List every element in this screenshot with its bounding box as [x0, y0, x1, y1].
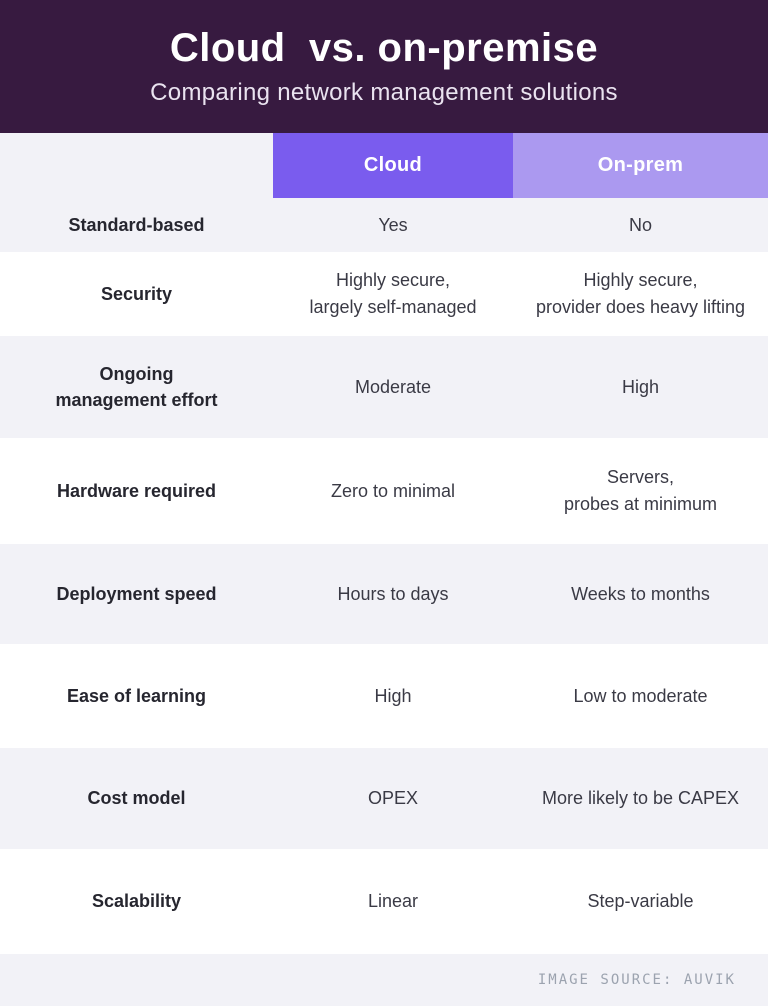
cloud-value-cell: Yes: [378, 214, 408, 235]
cloud-value-cell: High: [374, 685, 412, 706]
footer: IMAGE SOURCE: AUVIK: [0, 954, 768, 1006]
page-subtitle: Comparing network management solutions: [150, 79, 618, 106]
row-label: Standard-based: [68, 214, 205, 235]
row-label: Deployment speed: [56, 583, 217, 604]
row-label: Security: [100, 283, 173, 304]
row-label: Ease of learning: [66, 685, 207, 706]
comparison-table: Standard-based Yes No Security Highly se…: [0, 198, 768, 954]
image-source-credit: IMAGE SOURCE: AUVIK: [537, 972, 736, 988]
table-row: Security Highly secure, largely self-man…: [0, 252, 768, 336]
column-header-spacer: [0, 133, 273, 198]
table-row: Ease of learning High Low to moderate: [0, 644, 768, 748]
row-label: Hardware required: [56, 480, 217, 501]
page-title: Cloud vs. on-premise: [169, 26, 599, 70]
onprem-value-cell: Step-variable: [587, 891, 694, 911]
row-label: Ongoing management effort: [55, 363, 218, 410]
table-row: Deployment speed Hours to days Weeks to …: [0, 544, 768, 644]
table-row: Cost model OPEX More likely to be CAPEX: [0, 748, 768, 849]
row-label: Cost model: [87, 788, 186, 809]
onprem-value-cell: Highly secure, provider does heavy lifti…: [535, 270, 746, 317]
onprem-value-cell: High: [621, 376, 660, 397]
table-row: Standard-based Yes No: [0, 198, 768, 252]
table-row: Scalability Linear Step-variable: [0, 849, 768, 954]
onprem-value-cell: No: [628, 214, 652, 235]
onprem-value-cell: Weeks to months: [571, 583, 710, 604]
cloud-value-cell: OPEX: [367, 788, 419, 808]
cloud-value-cell: Hours to days: [337, 583, 449, 604]
column-header-cloud: Cloud: [273, 133, 513, 198]
column-header-row: Cloud On-prem: [0, 133, 768, 198]
onprem-value-cell: More likely to be CAPEX: [541, 788, 740, 808]
cloud-value-cell: Highly secure, largely self-managed: [309, 270, 477, 317]
onprem-value-cell: Servers, probes at minimum: [563, 467, 718, 514]
header-banner: Cloud vs. on-premise Comparing network m…: [0, 0, 768, 133]
cloud-value-cell: Linear: [367, 891, 419, 911]
column-header-onprem: On-prem: [513, 133, 768, 198]
row-label: Scalability: [91, 891, 182, 912]
cloud-value-cell: Zero to minimal: [330, 480, 456, 501]
table-row: Hardware required Zero to minimal Server…: [0, 438, 768, 544]
cloud-value-cell: Moderate: [354, 376, 432, 397]
table-row: Ongoing management effort Moderate High: [0, 336, 768, 438]
onprem-value-cell: Low to moderate: [573, 685, 708, 706]
